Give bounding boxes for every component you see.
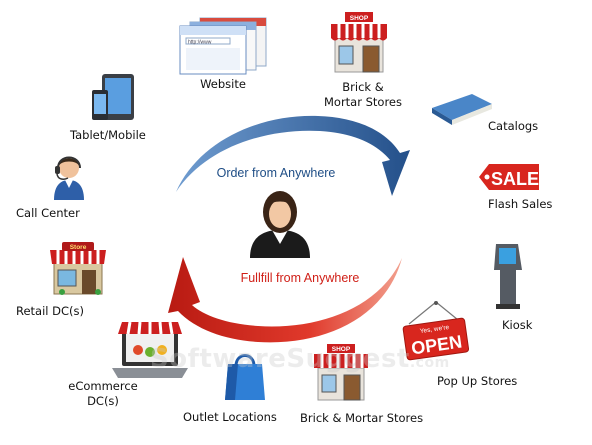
label-ecommerce-line2: DC(s) bbox=[87, 394, 119, 408]
label-tablet-mobile: Tablet/Mobile bbox=[70, 128, 146, 142]
open-sign-small-text: Yes, we're bbox=[419, 324, 450, 335]
catalog-book-icon bbox=[432, 94, 492, 125]
storefront-icon: SHOP bbox=[331, 12, 387, 73]
sale-tag-icon: SALE bbox=[479, 164, 539, 190]
kiosk-icon bbox=[494, 244, 522, 309]
open-sign-icon: Yes, we're OPEN bbox=[402, 301, 470, 361]
sale-tag-text: SALE bbox=[491, 169, 539, 189]
browser-window-icon: http://www bbox=[179, 17, 267, 75]
laptop-store-icon bbox=[112, 321, 188, 378]
storefront-bottom-icon: SHOP bbox=[314, 344, 368, 401]
label-ecommerce-line1: eCommerce bbox=[68, 379, 138, 393]
shopping-bag-icon bbox=[225, 354, 265, 400]
label-catalogs: Catalogs bbox=[488, 119, 539, 133]
fulfill-text: Fullfill from Anywhere bbox=[241, 271, 360, 285]
call-center-agent-icon bbox=[54, 156, 84, 200]
watermark: SoftwareSuggest.com bbox=[150, 344, 450, 374]
label-ecommerce-dc: eCommerce DC(s) bbox=[58, 379, 148, 409]
label-brick-mortar-top-line2: Mortar Stores bbox=[323, 95, 402, 109]
label-retail-dc: Retail DC(s) bbox=[16, 304, 85, 318]
shop-sign-bottom-text: SHOP bbox=[332, 346, 351, 353]
watermark-main: SoftwareSuggest bbox=[150, 344, 410, 374]
label-brick-mortar-bottom: Brick & Mortar Stores bbox=[300, 411, 424, 425]
customer-person-icon bbox=[250, 191, 310, 258]
order-arrow bbox=[176, 115, 410, 196]
label-flash-sales: Flash Sales bbox=[488, 197, 553, 211]
label-kiosk: Kiosk bbox=[502, 318, 533, 332]
order-text: Order from Anywhere bbox=[217, 166, 336, 180]
fulfill-arrow bbox=[168, 257, 402, 343]
watermark-suffix: .com bbox=[409, 355, 450, 371]
label-website: Website bbox=[200, 77, 246, 91]
store-sign-text: Store bbox=[70, 244, 87, 251]
label-brick-mortar-top-line1: Brick & bbox=[342, 80, 384, 94]
label-pop-up-stores: Pop Up Stores bbox=[437, 374, 518, 388]
label-brick-mortar-top: Brick & Mortar Stores bbox=[313, 80, 413, 110]
tablet-mobile-icon bbox=[92, 74, 134, 120]
shop-sign-text: SHOP bbox=[350, 15, 369, 22]
label-outlet-locations: Outlet Locations bbox=[183, 410, 277, 424]
retail-store-icon: Store bbox=[50, 242, 106, 295]
label-call-center: Call Center bbox=[16, 206, 80, 220]
url-text: http://www bbox=[188, 40, 212, 46]
